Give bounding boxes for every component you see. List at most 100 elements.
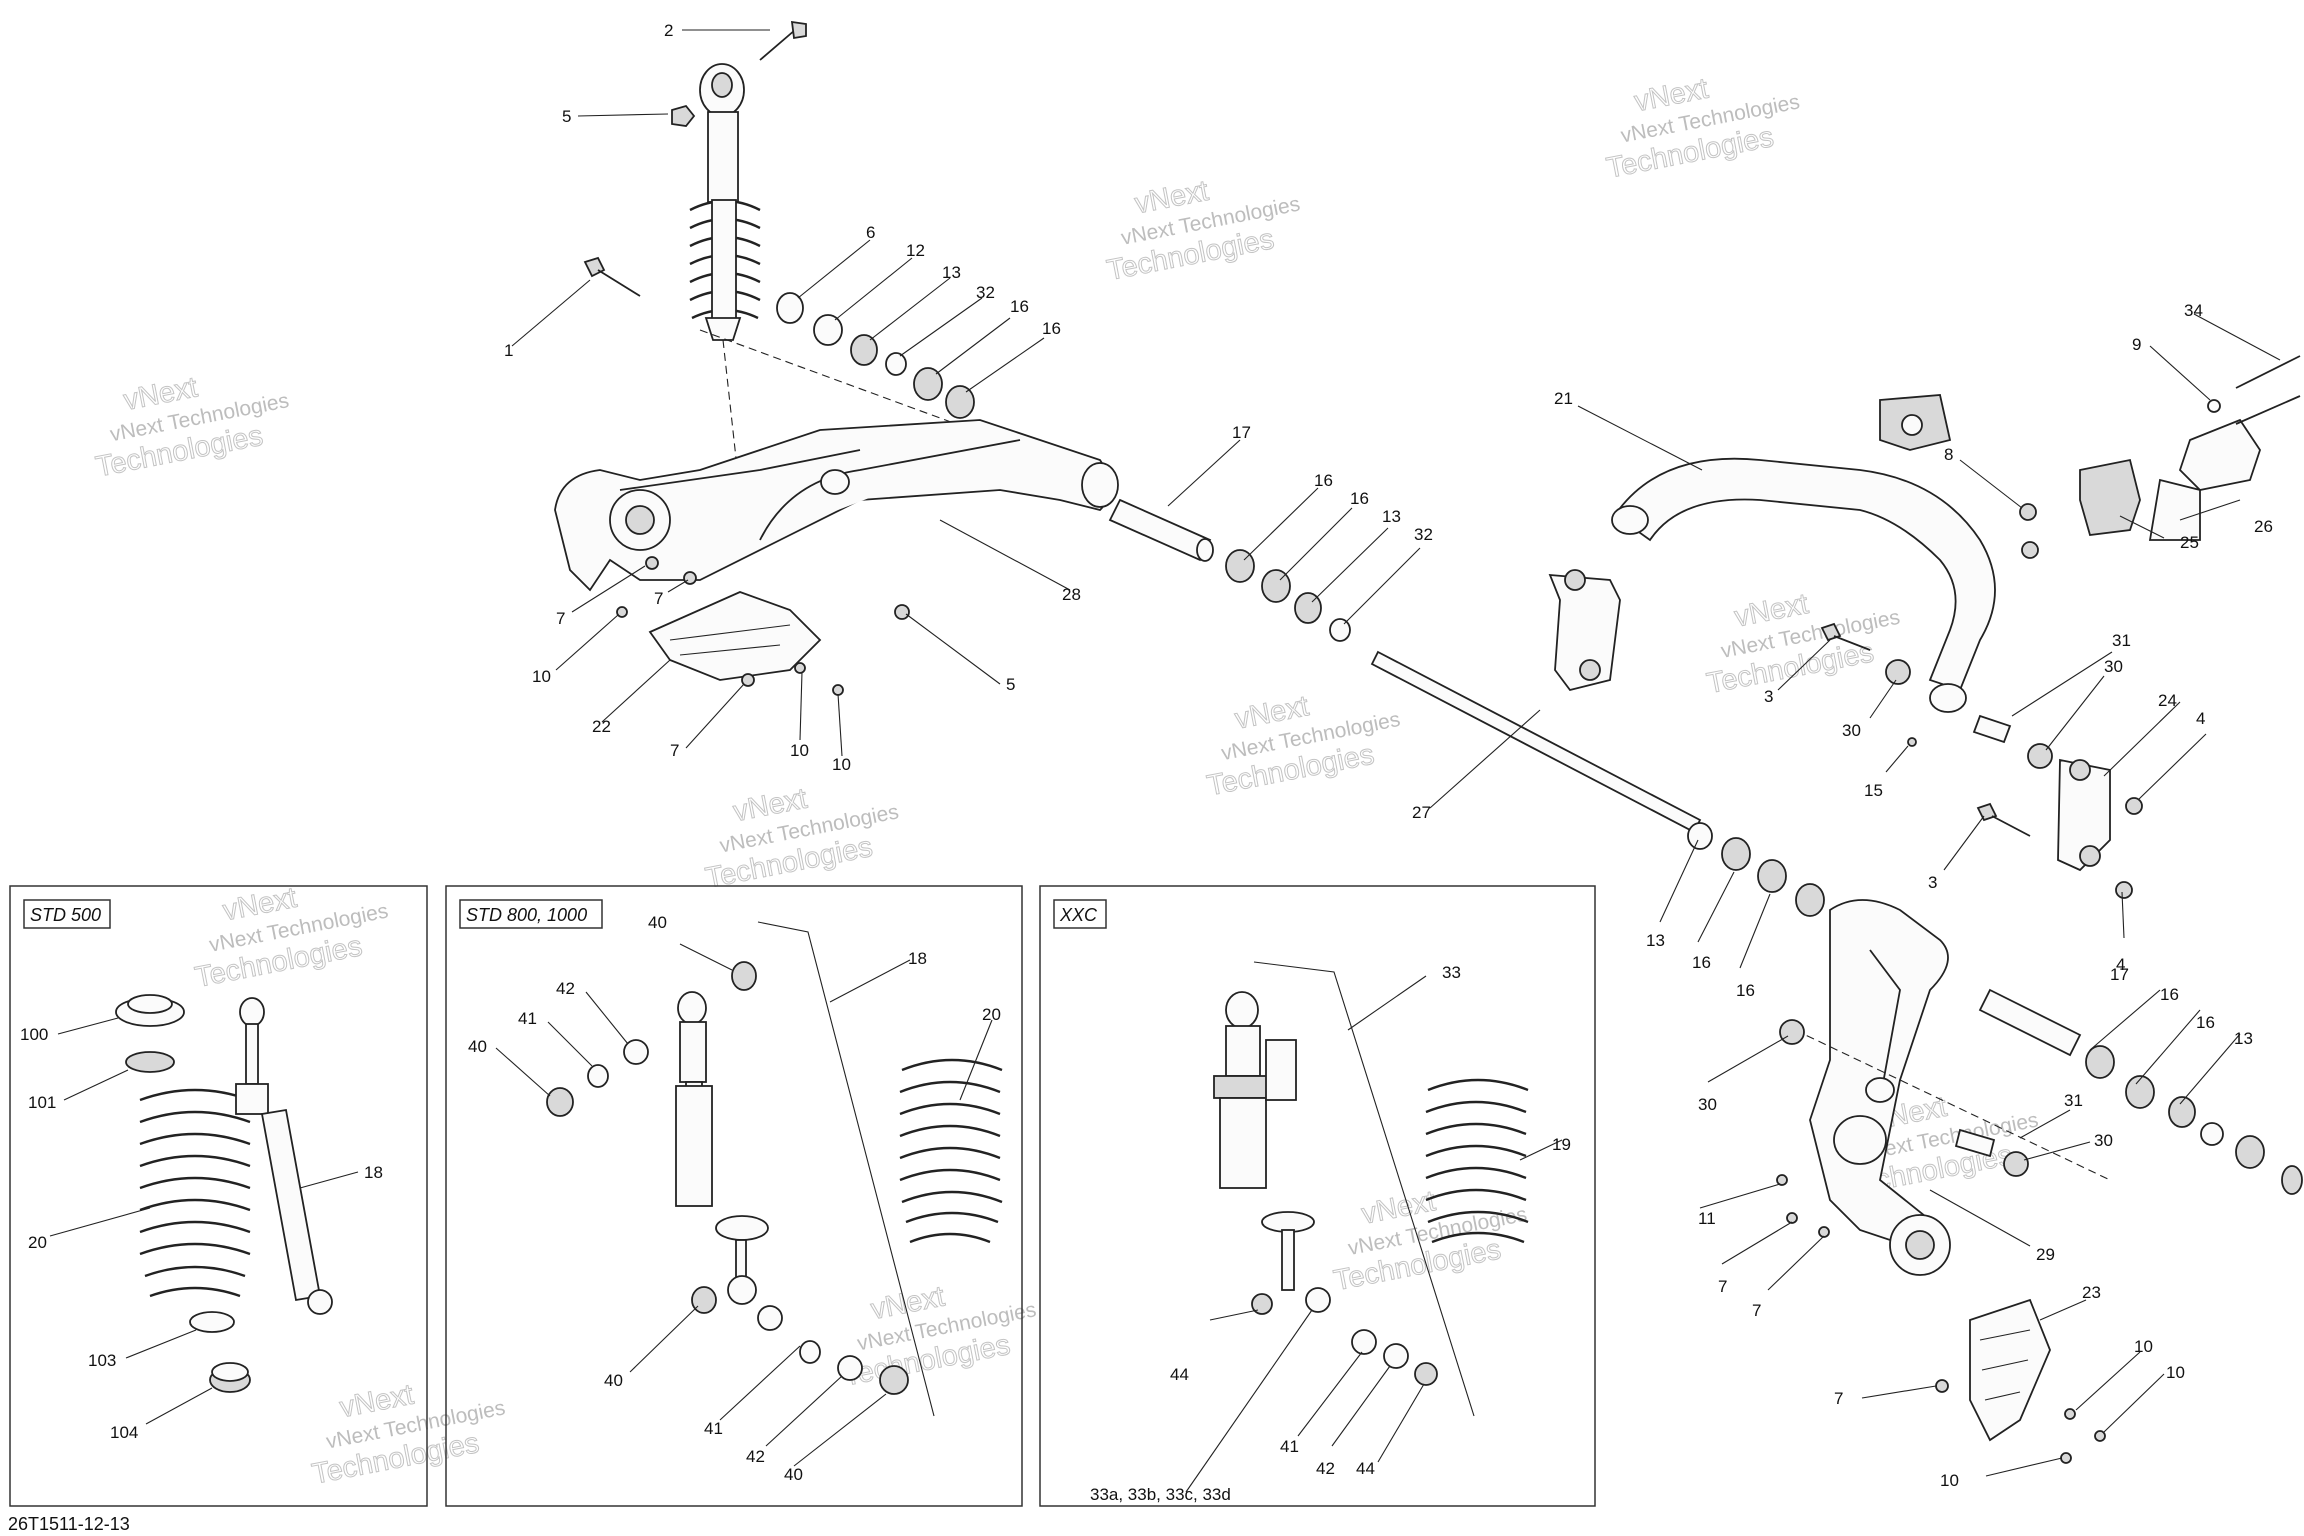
bushing-row — [1687, 822, 1825, 917]
fastener-part — [832, 684, 844, 696]
sleeve-part — [1954, 1128, 1996, 1158]
callout-label: 31 — [2112, 631, 2131, 650]
callout-label: 32 — [1414, 525, 1433, 544]
callout-label: 40 — [604, 1371, 623, 1390]
link-part — [2057, 758, 2111, 872]
fastener-part — [794, 662, 806, 674]
bushing-part — [2003, 1151, 2029, 1177]
callout-label: 104 — [110, 1423, 138, 1442]
bushing-row — [1225, 549, 1351, 642]
shock-absorber-part — [1213, 991, 1331, 1313]
spring-part — [899, 1058, 1003, 1244]
spring-seat-part — [115, 994, 185, 1027]
bushing-part — [731, 961, 757, 991]
watermark: vNext vNext Technologies Technologies — [702, 782, 900, 895]
leader-lines — [511, 29, 2281, 1477]
callout-label: 31 — [2064, 1091, 2083, 1110]
fastener-part — [645, 556, 659, 570]
callout-label: 23 — [2082, 1283, 2101, 1302]
callout-label: 4 — [2196, 709, 2205, 728]
callout-label: 42 — [746, 1447, 765, 1466]
callout-label: 101 — [28, 1093, 56, 1112]
callout-label: 41 — [518, 1009, 537, 1028]
bushing-part — [1414, 1362, 1438, 1386]
callouts: 2 5 6 12 13 32 16 16 1 17 28 7 7 10 22 7… — [504, 21, 2273, 1490]
callout-label: 33a, 33b, 33c, 33d — [1090, 1485, 1231, 1504]
watermark: vNext vNext Technologies Technologies — [192, 881, 390, 994]
trailing-arm-part — [1809, 899, 1951, 1276]
callout-label: 100 — [20, 1025, 48, 1044]
inset-title: STD 500 — [30, 905, 101, 925]
shock-absorber-part — [235, 997, 333, 1315]
callout-label: 3 — [1764, 687, 1773, 706]
callout-label: 16 — [1042, 319, 1061, 338]
fastener-part — [1935, 1379, 1949, 1393]
callout-label: 13 — [2234, 1029, 2253, 1048]
callout-label: 16 — [1692, 953, 1711, 972]
bolt-part — [759, 20, 807, 61]
tube-part — [1108, 498, 1214, 562]
skid-plate-part — [1969, 1298, 2051, 1442]
bolt-part — [2235, 355, 2301, 389]
bushing-part — [546, 1087, 574, 1117]
callout-label: 10 — [2166, 1363, 2185, 1382]
clamp-part — [1879, 394, 1952, 451]
callout-label: 34 — [2184, 301, 2203, 320]
callout-label: 25 — [2180, 533, 2199, 552]
callout-label: 10 — [532, 667, 551, 686]
fastener-part — [683, 571, 697, 585]
callout-label: 21 — [1554, 389, 1573, 408]
callout-label: 2 — [664, 21, 673, 40]
callout-label: 44 — [1356, 1459, 1375, 1478]
bushing-part — [1885, 659, 1911, 685]
spring-part — [139, 1088, 251, 1298]
callout-label: 32 — [976, 283, 995, 302]
callout-label: 41 — [704, 1419, 723, 1438]
callout-label: 9 — [2132, 335, 2141, 354]
sleeve-part — [799, 1340, 821, 1364]
bushing-part — [2079, 458, 2141, 536]
callout-label: 17 — [2110, 965, 2129, 984]
inset-title: STD 800, 1000 — [466, 905, 587, 925]
trailing-arm-part — [554, 419, 1119, 592]
callout-label: 8 — [1944, 445, 1953, 464]
fastener-part — [616, 606, 628, 618]
callout-label: 18 — [908, 949, 927, 968]
sleeve-part — [1383, 1343, 1409, 1369]
callout-label: 13 — [942, 263, 961, 282]
callout-label: 42 — [556, 979, 575, 998]
callout-label: 7 — [654, 589, 663, 608]
callout-label: 15 — [1864, 781, 1883, 800]
inset-std-500: STD 500 100 101 20 — [9, 885, 428, 1507]
stabilizer-bar-part — [1611, 457, 1996, 713]
inset-title: XXC — [1059, 905, 1098, 925]
callout-label: 11 — [1698, 1209, 1716, 1228]
spring-part — [1425, 1078, 1529, 1244]
callout-label: 5 — [1006, 675, 1015, 694]
ring-part — [189, 1311, 235, 1333]
bolt-part — [1976, 802, 2031, 837]
bushing-row — [776, 292, 975, 419]
callout-label: 7 — [556, 609, 565, 628]
callout-label: 16 — [2196, 1013, 2215, 1032]
callout-label: 1 — [504, 341, 513, 360]
fastener-part — [894, 604, 910, 620]
callout-label: 42 — [1316, 1459, 1335, 1478]
callout-label: 40 — [648, 913, 667, 932]
sleeve-part — [623, 1039, 649, 1065]
watermark: vNext vNext Technologies Technologies — [1204, 690, 1402, 803]
sleeve-part — [837, 1355, 863, 1381]
callout-label: 12 — [906, 241, 925, 260]
callout-label: 10 — [1940, 1471, 1959, 1490]
watermark: vNext vNext Technologies Technologies — [309, 1378, 507, 1491]
fastener-part — [1818, 1226, 1830, 1238]
callout-label: 19 — [1552, 1135, 1571, 1154]
callout-label: 7 — [1752, 1301, 1761, 1320]
callout-label: 20 — [28, 1233, 47, 1252]
inset-std-800-1000: STD 800, 1000 — [445, 885, 1023, 1507]
shock-absorber-part — [689, 63, 761, 341]
sleeve-part — [1972, 714, 2012, 744]
callout-label: 10 — [832, 755, 851, 774]
callout-label: 16 — [2160, 985, 2179, 1004]
